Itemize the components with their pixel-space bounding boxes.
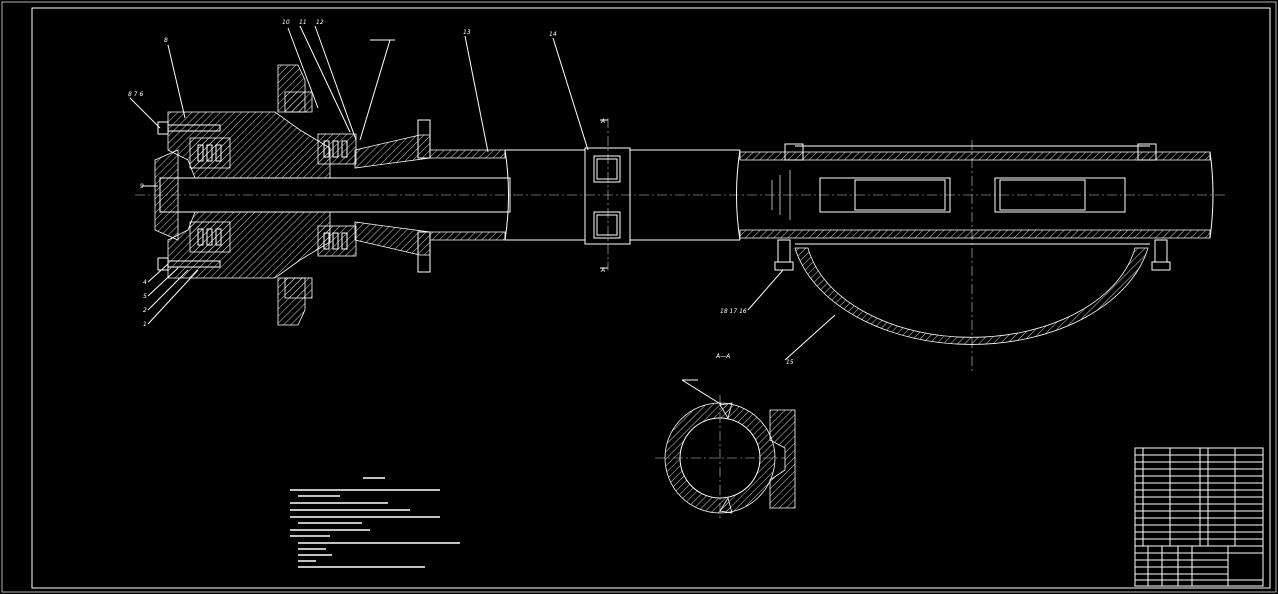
- label-part-1: 1: [143, 321, 147, 328]
- label-part-8: 8: [164, 37, 168, 44]
- part-labels: 8 10 11 12 13 14 8 7 6 9 4 5 2 1 18 17 1…: [128, 19, 794, 366]
- label-part-5: 5: [143, 293, 147, 300]
- label-section-view: A—A: [715, 353, 730, 360]
- leader-lines: [129, 25, 836, 361]
- section-view-aa: [655, 379, 796, 520]
- label-part-12: 12: [316, 19, 324, 26]
- label-part-14: 14: [549, 31, 557, 38]
- label-part-2: 2: [143, 307, 147, 314]
- coupling-block: [584, 147, 631, 245]
- drum: [739, 143, 1214, 345]
- title-block: [1134, 447, 1264, 587]
- label-part-4: 4: [143, 279, 147, 286]
- technical-notes: [290, 477, 460, 568]
- label-part-group: 8 7 6: [128, 91, 143, 98]
- label-part-9: 9: [140, 183, 144, 190]
- label-part-13: 13: [463, 29, 471, 36]
- label-part-15: 15: [786, 359, 794, 366]
- label-part-11: 11: [299, 19, 307, 26]
- label-part-10: 10: [282, 19, 290, 26]
- hub-assembly: [154, 64, 511, 326]
- inner-frame: [31, 7, 1271, 589]
- shaft: [504, 149, 741, 241]
- label-section-a-bottom: A: [600, 267, 605, 274]
- label-section-a-top: A: [600, 118, 605, 125]
- label-part-bolts: 18 17 16: [720, 308, 747, 315]
